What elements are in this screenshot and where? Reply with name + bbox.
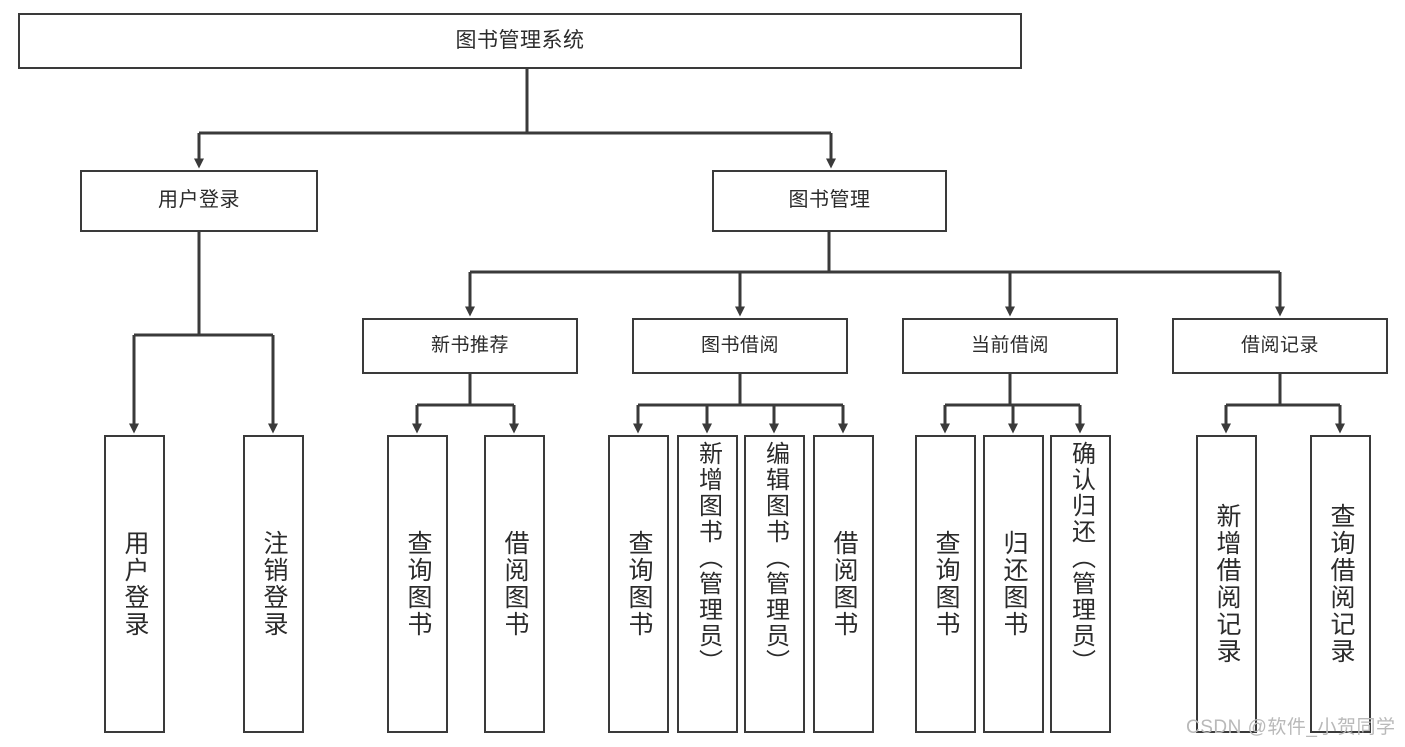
node-label: 查询图书: [932, 530, 960, 638]
node-current-borrow[interactable]: 当前借阅: [902, 318, 1118, 374]
node-leaf-return-book[interactable]: 归还图书: [983, 435, 1044, 733]
node-book-management[interactable]: 图书管理: [712, 170, 947, 232]
node-label: 确认归还（管理员）: [1067, 441, 1095, 675]
node-leaf-user-login[interactable]: 用户登录: [104, 435, 165, 733]
node-leaf-borrow-book[interactable]: 借阅图书: [813, 435, 874, 733]
node-leaf-query-book-borrow[interactable]: 查询图书: [608, 435, 669, 733]
node-label: 新增图书（管理员）: [694, 441, 722, 675]
node-label: 查询图书: [625, 530, 653, 638]
node-leaf-query-book-recommend[interactable]: 查询图书: [387, 435, 448, 733]
node-leaf-logout[interactable]: 注销登录: [243, 435, 304, 733]
node-label: 编辑图书（管理员）: [761, 441, 789, 675]
node-leaf-add-book-admin[interactable]: 新增图书（管理员）: [677, 435, 738, 733]
node-label: 查询图书: [404, 530, 432, 638]
node-root-system[interactable]: 图书管理系统: [18, 13, 1022, 69]
node-label: 用户登录: [158, 189, 240, 212]
node-label: 新增借阅记录: [1213, 503, 1241, 665]
node-leaf-query-book-current[interactable]: 查询图书: [915, 435, 976, 733]
node-label: 新书推荐: [430, 334, 509, 356]
node-leaf-query-borrow-record[interactable]: 查询借阅记录: [1310, 435, 1371, 733]
node-leaf-add-borrow-record[interactable]: 新增借阅记录: [1196, 435, 1257, 733]
node-borrow-records[interactable]: 借阅记录: [1172, 318, 1388, 374]
node-label: 当前借阅: [970, 334, 1049, 356]
node-label: 图书管理: [788, 189, 871, 212]
node-label: 图书借阅: [700, 334, 779, 356]
node-leaf-confirm-return-admin[interactable]: 确认归还（管理员）: [1050, 435, 1111, 733]
node-label: 借阅图书: [501, 530, 529, 638]
node-label: 图书管理系统: [455, 28, 585, 52]
node-label: 借阅图书: [830, 530, 858, 638]
node-leaf-borrow-book-recommend[interactable]: 借阅图书: [484, 435, 545, 733]
node-label: 归还图书: [1000, 530, 1028, 638]
node-leaf-edit-book-admin[interactable]: 编辑图书（管理员）: [744, 435, 805, 733]
node-label: 注销登录: [260, 530, 288, 638]
node-new-book-recommend[interactable]: 新书推荐: [362, 318, 578, 374]
node-label: 借阅记录: [1240, 334, 1319, 356]
node-label: 用户登录: [121, 530, 149, 638]
node-user-login[interactable]: 用户登录: [80, 170, 318, 232]
node-book-borrow[interactable]: 图书借阅: [632, 318, 848, 374]
csdn-watermark: CSDN @软件_小贺同学: [1186, 717, 1396, 738]
node-label: 查询借阅记录: [1327, 503, 1355, 665]
